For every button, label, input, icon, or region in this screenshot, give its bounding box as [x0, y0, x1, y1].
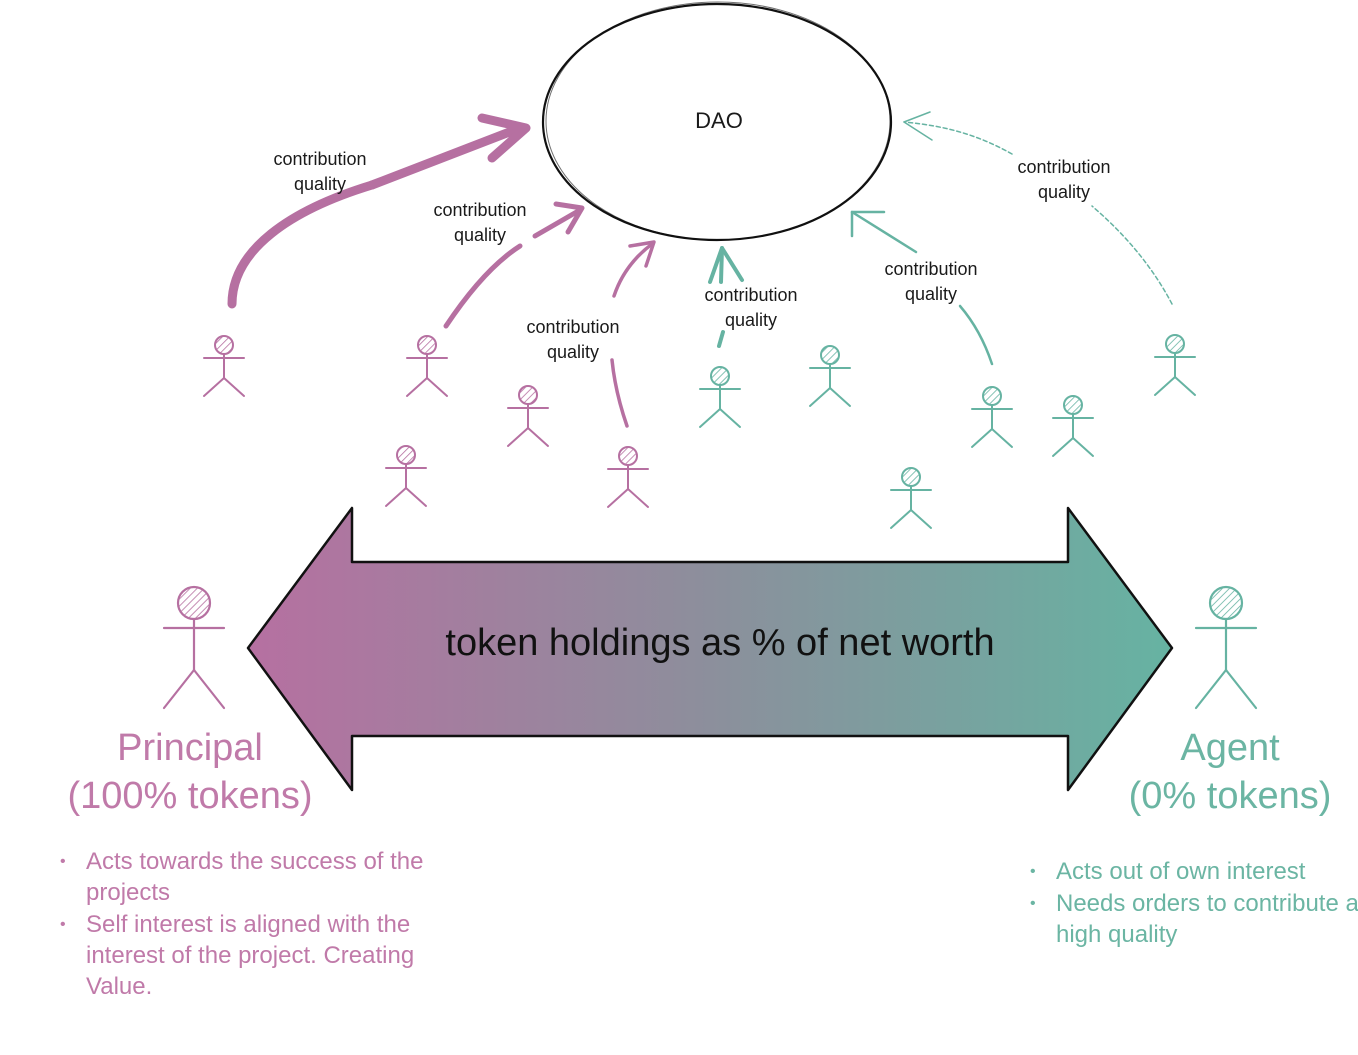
agent-subtitle: (0% tokens) [1128, 775, 1332, 817]
axis-label: token holdings as % of net worth [445, 622, 995, 664]
edge-label-agent-2: contribution quality [884, 259, 978, 304]
agent-heading: Agent (0% tokens) [1070, 724, 1358, 820]
axis-double-arrow [246, 506, 1174, 792]
edge-arrow-principal-1 [227, 113, 531, 309]
person-icon [971, 386, 1013, 448]
person-icon [385, 445, 427, 507]
edge-label-agent-3: contribution quality [1017, 157, 1111, 202]
person-icon [809, 345, 851, 407]
edge-arrow-principal-3 [610, 240, 656, 428]
person-icon [406, 335, 448, 397]
agent-bullet: Acts out of own interest [1030, 856, 1358, 887]
person-icon [507, 385, 549, 447]
principal-bullet: Self interest is aligned with the intere… [60, 909, 426, 1002]
agent-figure-icon [1194, 585, 1258, 710]
person-icon [1052, 395, 1094, 457]
agent-bullet-list: Acts out of own interest Needs orders to… [1028, 856, 1358, 951]
person-icon [203, 335, 245, 397]
edge-label-principal-3: contribution quality [526, 317, 620, 362]
person-icon [890, 467, 932, 529]
agent-bullet: Needs orders to contribute at high quali… [1030, 888, 1358, 950]
edge-arrow-agent-3 [903, 111, 1173, 305]
principal-title: Principal [117, 727, 263, 769]
edge-label-agent-1: contribution quality [704, 285, 798, 330]
principal-bullet-list: Acts towards the success of the projects… [58, 846, 426, 1003]
dao-label: DAO [695, 108, 743, 133]
person-icon [699, 366, 741, 428]
principal-figure-icon [162, 585, 226, 710]
edge-label-principal-1: contribution quality [273, 149, 367, 194]
principal-subtitle: (100% tokens) [67, 775, 313, 817]
dao-node [541, 1, 893, 242]
principal-bullet: Acts towards the success of the projects [60, 846, 426, 908]
principal-heading: Principal (100% tokens) [30, 724, 350, 820]
edge-label-principal-2: contribution quality [433, 200, 527, 245]
edge-arrow-principal-2 [443, 201, 585, 329]
agent-title: Agent [1180, 727, 1280, 769]
person-icon [607, 446, 649, 508]
edge-arrow-agent-2 [850, 210, 994, 366]
edge-arrow-agent-1 [708, 246, 744, 348]
person-icon [1154, 334, 1196, 396]
